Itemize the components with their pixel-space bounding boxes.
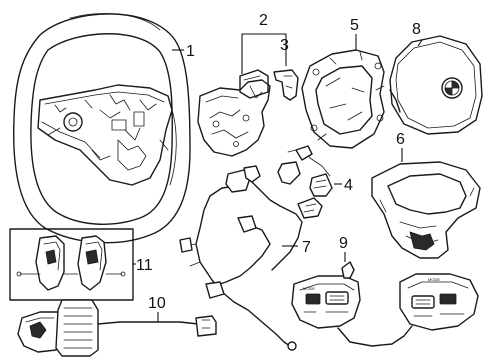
- part-2-clock-spring-bracket: [197, 69, 271, 157]
- callout-10: 10: [148, 295, 166, 312]
- callout-2: 2: [259, 12, 268, 29]
- callout-4: 4: [344, 177, 353, 194]
- callout-5: 5: [350, 17, 359, 34]
- callout-11: 11: [136, 257, 153, 274]
- part-9-multifunction-switches: MODE MODE: [291, 261, 479, 347]
- part-11-paddle-shifters: [9, 228, 134, 301]
- callout-3: 3: [280, 37, 289, 54]
- callout-1: 1: [186, 43, 195, 60]
- label-mode-right: MODE: [428, 277, 440, 282]
- part-6-rear-cover: [371, 161, 481, 259]
- label-mode-left: MODE: [303, 286, 315, 291]
- part-4-small-harness: [277, 145, 333, 197]
- callout-9: 9: [339, 235, 348, 252]
- part-3-clip: [273, 69, 299, 101]
- part-1-steering-wheel: [13, 13, 191, 244]
- callout-7: 7: [302, 239, 311, 256]
- part-10-switch-with-cable: [17, 299, 217, 357]
- part-8-airbag-module: [389, 35, 483, 135]
- part-7-wire-harness: [179, 165, 323, 351]
- part-5-wheel-frame: [301, 49, 385, 149]
- callout-6: 6: [396, 131, 405, 148]
- callout-8: 8: [412, 21, 421, 38]
